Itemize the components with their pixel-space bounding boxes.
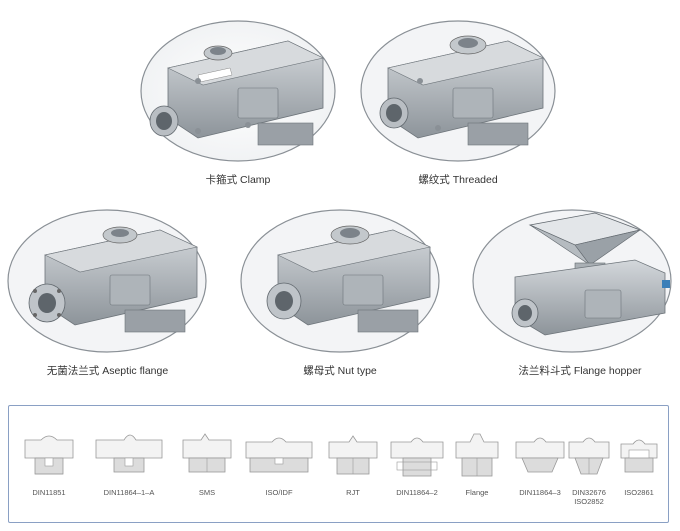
pump-threaded-image	[358, 13, 558, 163]
pump-aseptic-flange-image	[5, 205, 210, 355]
pump-nut-type-image	[238, 205, 443, 355]
connection-din11864-2-drawing	[389, 428, 445, 489]
caption-clamp: 卡箍式 Clamp	[205, 174, 271, 186]
connection-rjt-drawing	[327, 428, 379, 489]
label-flange: Flange	[465, 488, 489, 497]
label-sms: SMS	[198, 488, 216, 497]
pump-clamp-image	[138, 13, 338, 163]
label-iso2861: ISO2861	[624, 488, 654, 497]
label-din11851: DIN11851	[32, 488, 66, 497]
connection-sms-drawing	[181, 428, 233, 489]
label-iso2852: ISO2852	[574, 497, 604, 506]
label-din11864-2: DIN11864–2	[396, 488, 438, 497]
caption-threaded: 螺纹式 Threaded	[418, 174, 498, 186]
label-din11864-3: DIN11864–3	[519, 488, 561, 497]
connection-iso-idf-drawing	[244, 428, 314, 489]
connection-din11851-drawing	[21, 428, 77, 489]
label-rjt: RJT	[346, 488, 360, 497]
connection-flange-drawing	[454, 428, 500, 489]
connection-din11864-3-drawing	[514, 428, 566, 489]
pump-flange-hopper-image	[470, 205, 675, 355]
caption-nut-type: 螺母式 Nut type	[303, 365, 377, 377]
caption-flange-hopper: 法兰料斗式 Flange hopper	[518, 365, 642, 377]
label-din32676: DIN32676	[572, 488, 606, 497]
caption-aseptic-flange: 无菌法兰式 Aseptic flange	[46, 365, 169, 377]
connection-din32676-iso2852-drawing	[567, 428, 611, 489]
connection-iso2861-drawing	[619, 428, 659, 489]
label-din11864-1-a: DIN11864–1–A	[103, 488, 155, 497]
label-iso-idf: ISO/IDF	[265, 488, 293, 497]
connection-din11864-1-a-drawing	[94, 428, 164, 489]
connection-standards-panel: DIN11851 DIN11864–1–A SMS ISO/IDF	[8, 405, 669, 523]
